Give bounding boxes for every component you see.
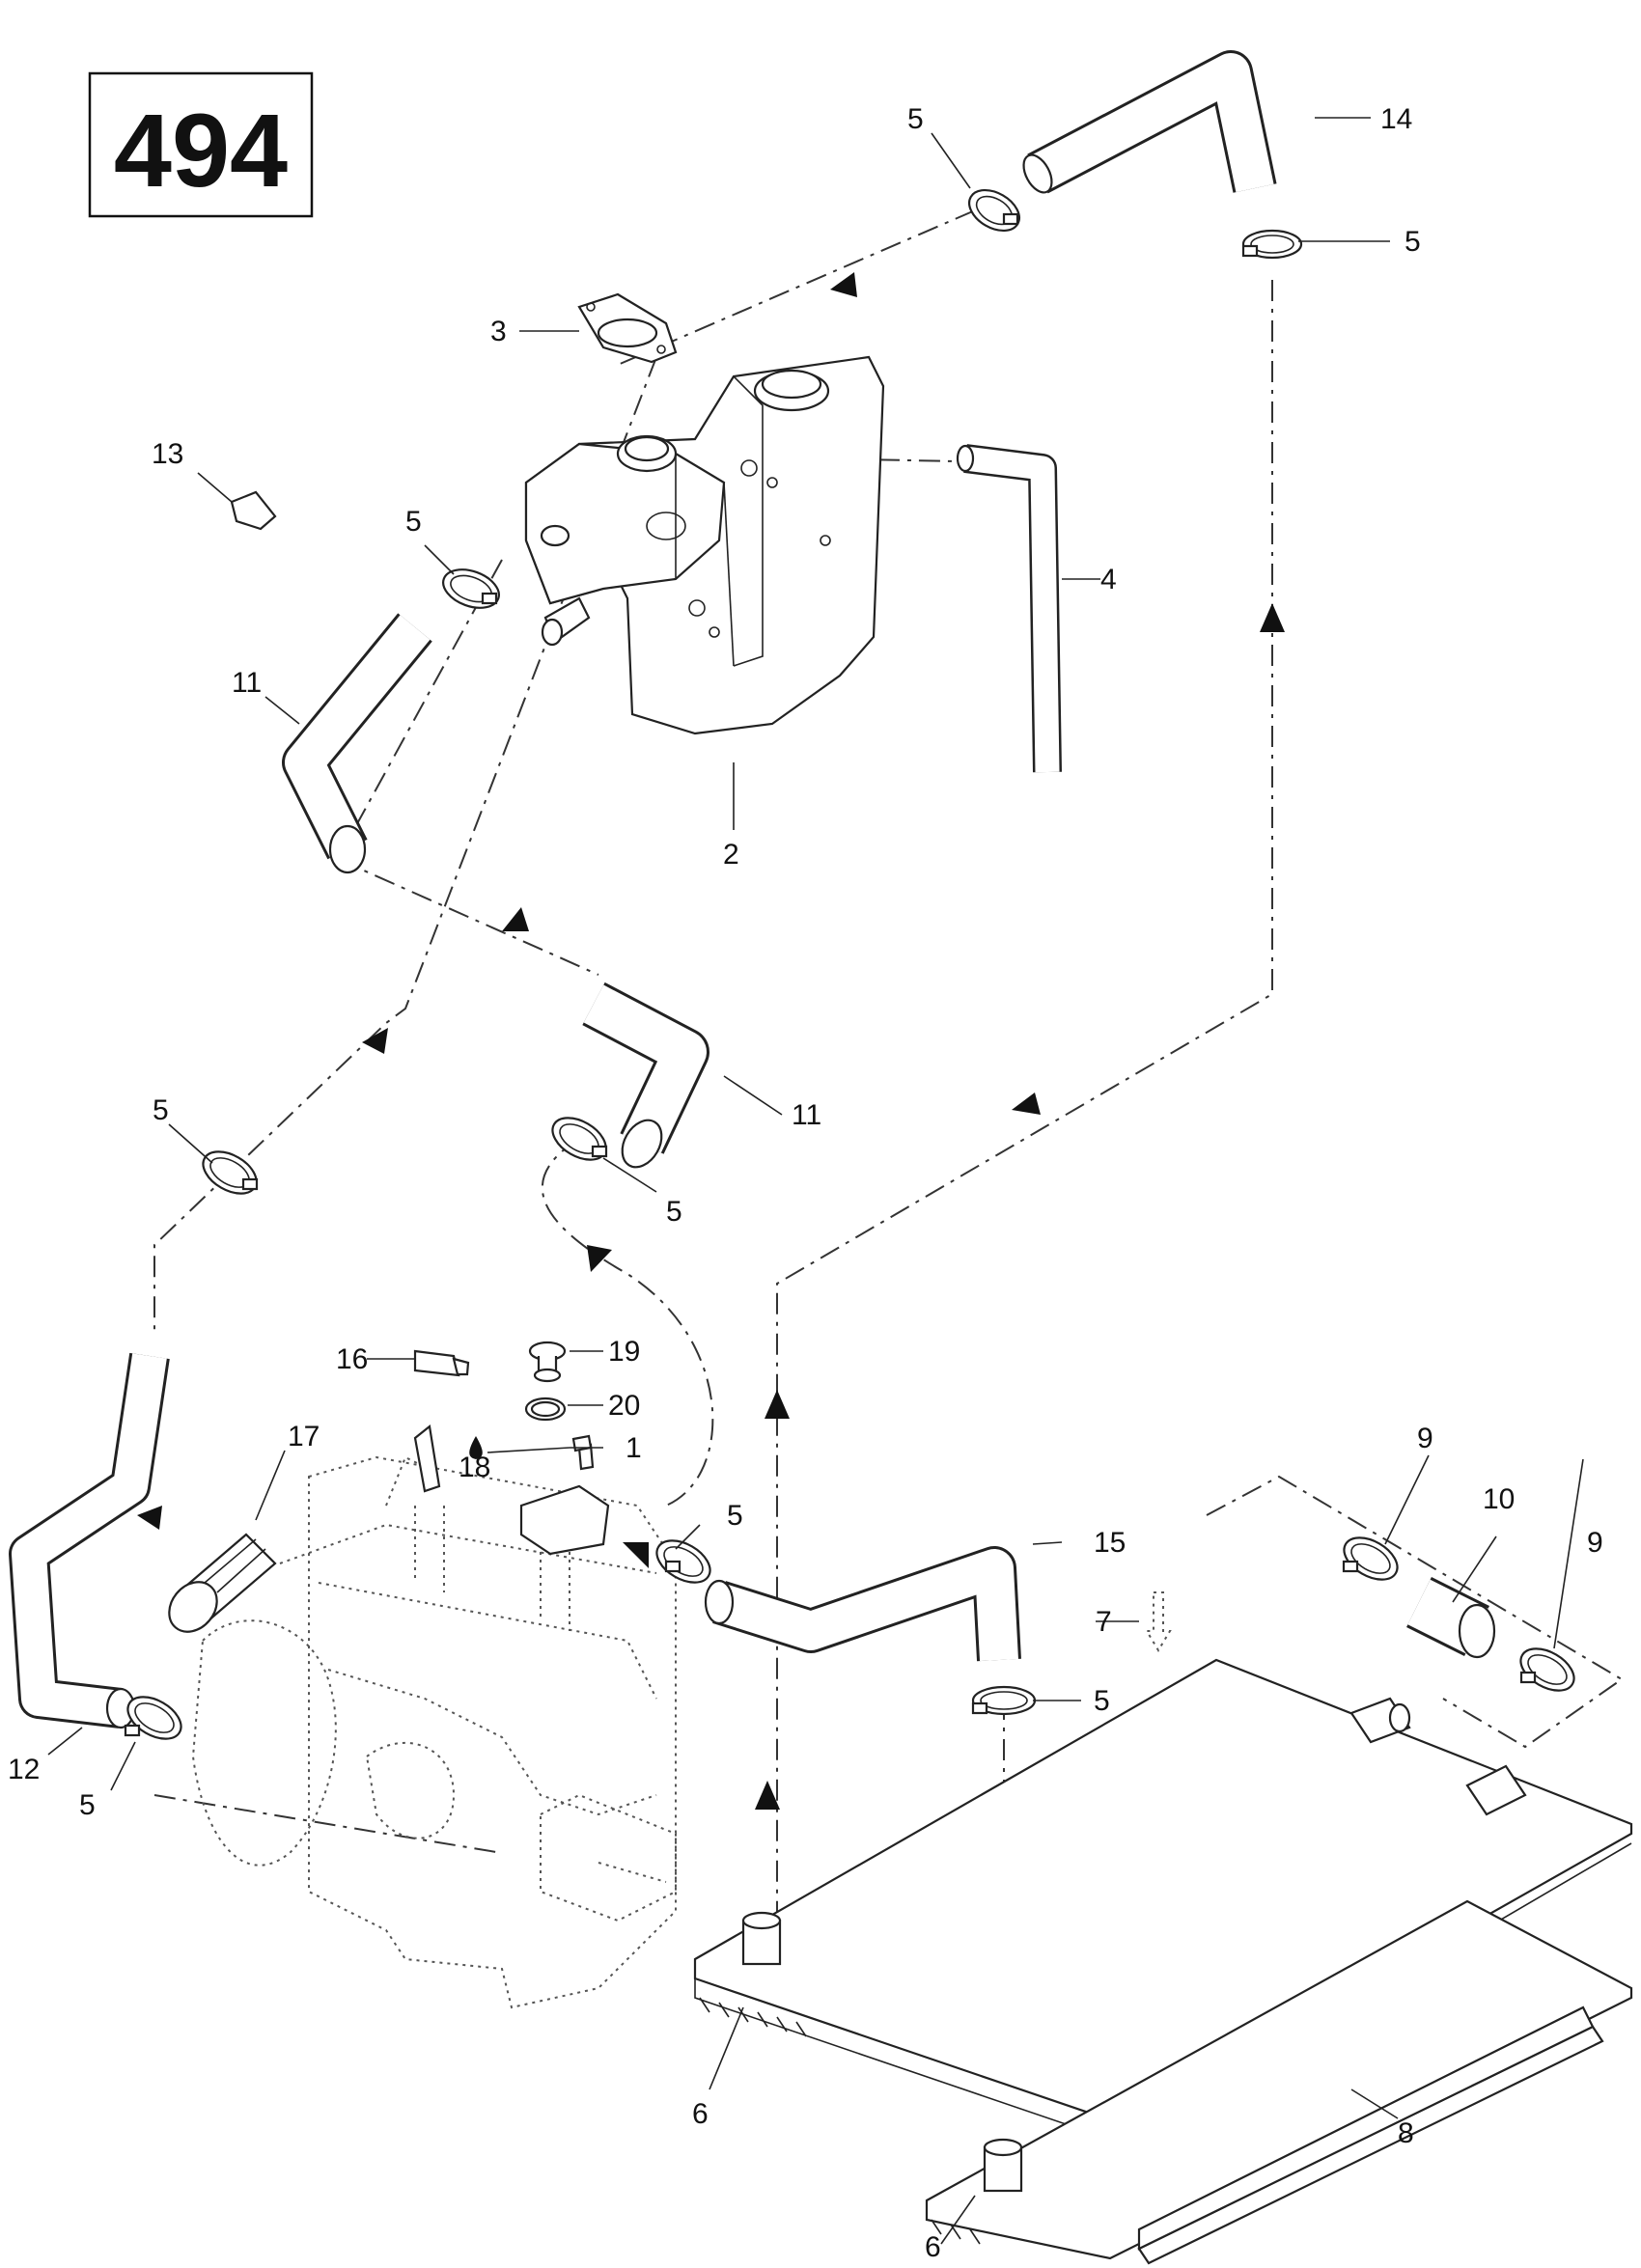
callout-8: 8 (1398, 2117, 1414, 2149)
sensor-16 (413, 1349, 470, 1377)
page-number: 494 (114, 92, 288, 208)
hose-11-middle (582, 982, 709, 1169)
callout-7: 7 (1096, 1606, 1112, 1638)
clamp-5 (968, 188, 1020, 233)
callout-2: 2 (723, 839, 739, 871)
callout-11: 11 (232, 667, 262, 699)
callout-4: 4 (1100, 564, 1117, 595)
callout-6: 6 (925, 2231, 941, 2263)
callout-16: 16 (336, 1343, 368, 1375)
callout-5: 5 (405, 506, 422, 538)
clamp-5 (442, 568, 500, 609)
flow-arrow (765, 1390, 790, 1419)
hose-4 (956, 444, 1062, 773)
leader-lines (47, 117, 1584, 2245)
coupler-17 (168, 1533, 277, 1633)
channel-8 (1137, 2005, 1604, 2265)
clamp-5 (551, 1117, 608, 1161)
flow-arrow (623, 1542, 649, 1568)
sealant-drop-18 (469, 1436, 483, 1459)
hose-10 (1406, 1577, 1496, 1659)
bolt-7 (1145, 1591, 1172, 1652)
callout-14: 14 (1380, 103, 1412, 135)
callout-5: 5 (153, 1094, 169, 1126)
hose-12 (9, 1352, 170, 1729)
callout-9: 9 (1417, 1423, 1433, 1454)
flow-arrow (755, 1781, 780, 1810)
callout-5: 5 (1094, 1685, 1110, 1717)
flow-arrow (1012, 1093, 1041, 1115)
clamp-5 (971, 1685, 1037, 1716)
thermostat-housing (413, 1424, 610, 1556)
clamp-5 (1241, 229, 1303, 260)
callout-labels: 5 14 5 3 13 5 4 11 2 5 11 5 16 19 20 1 1… (8, 103, 1603, 2263)
callout-5: 5 (907, 103, 924, 135)
callout-6: 6 (692, 2098, 709, 2130)
callout-5: 5 (666, 1196, 682, 1228)
callout-15: 15 (1094, 1527, 1126, 1559)
oring-20 (524, 1397, 567, 1422)
flow-arrows (137, 272, 1285, 1882)
callout-11: 11 (792, 1099, 821, 1131)
page-number-box: 494 (88, 71, 314, 218)
callout-1: 1 (626, 1432, 642, 1464)
flow-arrow (362, 1028, 388, 1054)
callout-5: 5 (727, 1500, 743, 1532)
callout-18: 18 (459, 1452, 490, 1483)
part-13 (230, 490, 277, 531)
callout-10: 10 (1483, 1483, 1515, 1515)
clamp-9 (1342, 1536, 1399, 1581)
radiator-6-upper (693, 1658, 1633, 2144)
flow-arrow (137, 1506, 162, 1530)
clamp-5 (202, 1150, 259, 1195)
thermostat-19 (528, 1341, 567, 1383)
callout-13: 13 (152, 438, 183, 470)
engine-ghost (191, 1455, 677, 2009)
clamp-9 (1519, 1647, 1575, 1692)
clamp-5 (655, 1539, 711, 1584)
pressure-cap-3 (577, 292, 678, 364)
callout-19: 19 (608, 1336, 640, 1368)
callout-20: 20 (608, 1390, 640, 1422)
flow-arrow (1260, 603, 1285, 632)
clamp-5 (124, 1696, 182, 1740)
callout-5: 5 (1405, 226, 1421, 258)
hose-14 (1022, 50, 1277, 194)
flow-arrow (587, 1245, 612, 1272)
callout-3: 3 (490, 316, 507, 347)
callout-17: 17 (288, 1421, 320, 1452)
radiator-6-lower (925, 1764, 1633, 2260)
callout-12: 12 (8, 1754, 40, 1785)
hose-15 (704, 1546, 1021, 1662)
callout-5: 5 (79, 1789, 96, 1821)
coolant-tank-2 (524, 355, 885, 735)
flow-arrow (502, 907, 529, 931)
callout-9: 9 (1587, 1527, 1603, 1559)
flow-arrow (830, 272, 857, 297)
hose-11-upper (282, 613, 432, 874)
